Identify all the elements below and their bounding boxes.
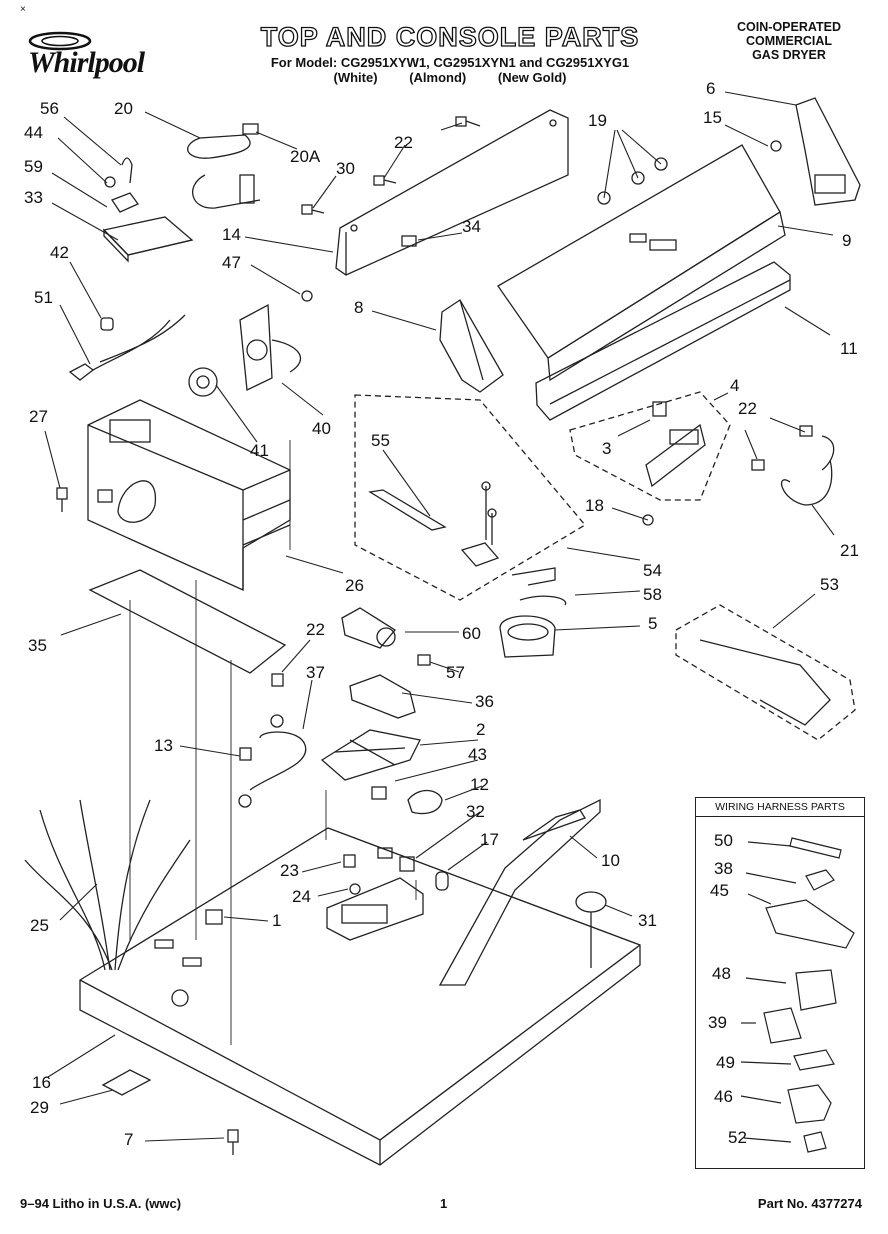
callout-label: 32 xyxy=(466,802,485,821)
callout-label: 18 xyxy=(585,496,604,515)
callout-label: 22 xyxy=(738,399,757,418)
title-block: TOP AND CONSOLE PARTS For Model: CG2951X… xyxy=(190,21,710,85)
footer-litho: 9–94 Litho in U.S.A. (wwc) xyxy=(20,1196,182,1211)
callout-label: 2 xyxy=(476,720,486,739)
footer-part-number: Part No. 4377274 xyxy=(757,1196,862,1211)
color-almond: (Almond) xyxy=(409,70,467,85)
callout-label: 22 xyxy=(306,620,325,639)
callout-label: 60 xyxy=(462,624,481,643)
callout-label: 25 xyxy=(30,916,49,935)
callout-label: 15 xyxy=(703,108,722,127)
callout-label: 29 xyxy=(30,1098,49,1117)
callout-label: 57 xyxy=(446,663,465,682)
callout-label: 11 xyxy=(840,339,858,358)
callout-label: 10 xyxy=(601,851,620,870)
callout-label: 24 xyxy=(292,887,311,906)
callout-label: 41 xyxy=(250,441,269,460)
inset-callout-label: 49 xyxy=(716,1053,735,1072)
callout-label: 5 xyxy=(648,614,658,633)
callout-label: 34 xyxy=(462,217,481,236)
callout-label: 55 xyxy=(371,431,390,450)
brand-logo: Whirlpool xyxy=(18,28,183,84)
callout-label: 1 xyxy=(272,911,282,930)
machine-type-line: COMMERCIAL xyxy=(745,34,833,48)
inset-callout-label: 48 xyxy=(712,964,731,983)
inset-callout-label: 38 xyxy=(714,859,733,878)
callout-label: 3 xyxy=(602,439,612,458)
callout-label: 53 xyxy=(820,575,839,594)
color-new-gold: (New Gold) xyxy=(497,70,567,85)
callout-label: 22 xyxy=(394,133,413,152)
callout-label: 40 xyxy=(312,419,331,438)
callout-label: 8 xyxy=(354,298,364,317)
callout-label: 56 xyxy=(40,99,59,118)
machine-type-line: GAS DRYER xyxy=(752,48,826,62)
callout-label: 59 xyxy=(24,157,43,176)
inset-title: WIRING HARNESS PARTS xyxy=(696,801,864,817)
color-line: (White) (Almond) (New Gold) xyxy=(190,70,710,85)
callout-label: 44 xyxy=(24,123,43,142)
inset-callout-label: 52 xyxy=(728,1128,747,1147)
callout-label: 23 xyxy=(280,861,299,880)
callout-label: 42 xyxy=(50,243,69,262)
callout-label: 9 xyxy=(842,231,852,250)
callout-label: 7 xyxy=(124,1130,134,1149)
model-line: For Model: CG2951XYW1, CG2951XYN1 and CG… xyxy=(270,55,630,70)
inset-callout-label: 50 xyxy=(714,831,733,850)
callout-label: 17 xyxy=(480,830,499,849)
callout-label: 54 xyxy=(643,561,662,580)
callout-label: 26 xyxy=(345,576,364,595)
color-white: (White) xyxy=(333,70,378,85)
machine-type: COIN-OPERATED COMMERCIAL GAS DRYER xyxy=(714,20,864,62)
logo-swirl-icon xyxy=(28,31,92,51)
callout-label: 16 xyxy=(32,1073,51,1092)
callout-label: 58 xyxy=(643,585,662,604)
callout-label: 51 xyxy=(34,288,53,307)
callout-label: 4 xyxy=(730,376,740,395)
callout-label: 14 xyxy=(222,225,241,244)
callout-label: 6 xyxy=(706,79,716,98)
footer-page-number: 1 xyxy=(440,1196,448,1211)
brand-name: Whirlpool xyxy=(28,46,145,79)
callout-label: 36 xyxy=(475,692,494,711)
corner-mark: × xyxy=(20,4,26,15)
callout-label: 20 xyxy=(114,99,133,118)
callout-label: 27 xyxy=(29,407,48,426)
callout-label: 33 xyxy=(24,188,43,207)
page-title: TOP AND CONSOLE PARTS xyxy=(260,21,640,52)
callout-label: 20A xyxy=(290,147,321,166)
harness-parts-drawing xyxy=(740,837,855,1153)
callout-label: 43 xyxy=(468,745,487,764)
callout-label: 35 xyxy=(28,636,47,655)
callout-label: 12 xyxy=(470,775,489,794)
inset-callout-label: 39 xyxy=(708,1013,727,1032)
callout-label: 21 xyxy=(840,541,859,560)
callout-label: 37 xyxy=(306,663,325,682)
callout-label: 31 xyxy=(638,911,657,930)
inset-callout-label: 45 xyxy=(710,881,729,900)
machine-type-line: COIN-OPERATED xyxy=(737,20,841,34)
inset-callout-label: 46 xyxy=(714,1087,733,1106)
callout-label: 13 xyxy=(154,736,173,755)
callout-label: 30 xyxy=(336,159,355,178)
wiring-harness-inset: WIRING HARNESS PARTS 50 38 45 48 39 49 4… xyxy=(695,797,865,1169)
callout-label: 19 xyxy=(588,111,607,130)
callout-label: 47 xyxy=(222,253,241,272)
